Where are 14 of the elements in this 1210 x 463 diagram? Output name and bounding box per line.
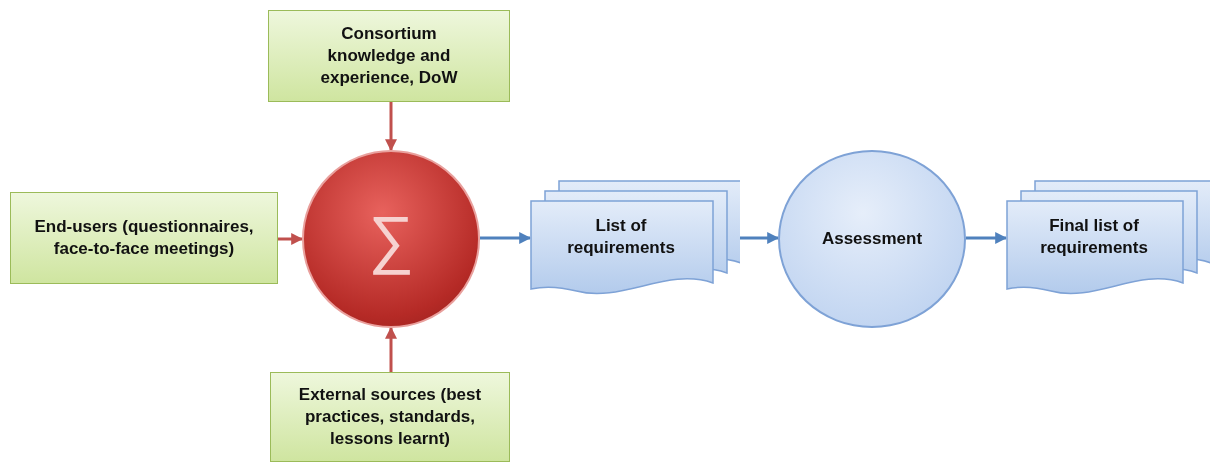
source-box xyxy=(268,10,510,102)
node-label: Assessment xyxy=(821,227,923,250)
node-label: External sources (best practices, standards, lessons learnt) xyxy=(297,383,483,451)
source-box xyxy=(270,372,510,462)
arrow xyxy=(278,233,304,245)
arrow xyxy=(480,232,532,244)
arrow xyxy=(385,326,397,372)
node-label: Consortium knowledge and experience, DoW xyxy=(319,22,459,90)
document-label: Final list of requirements xyxy=(1040,214,1148,259)
source-box xyxy=(10,192,278,284)
arrow xyxy=(966,232,1008,244)
document-label: List of requirements xyxy=(566,214,676,259)
node-label: End-users (questionnaires, face-to-face meetings) xyxy=(33,215,255,260)
arrow xyxy=(385,102,397,152)
